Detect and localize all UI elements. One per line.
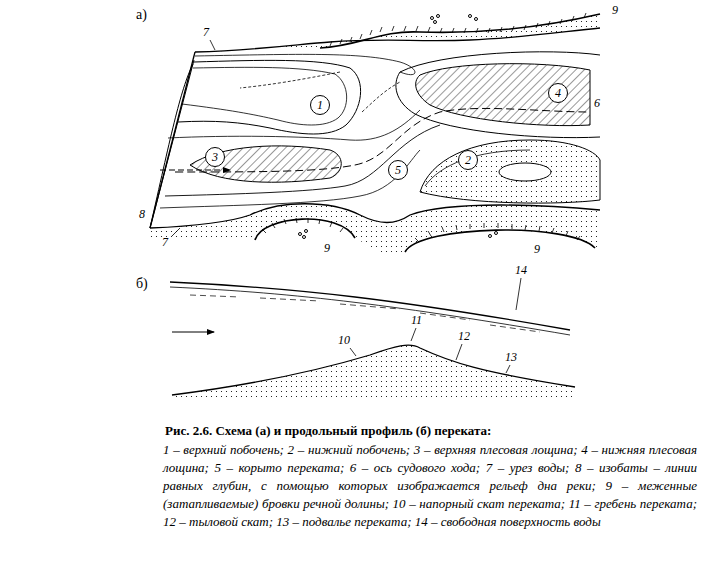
callout-number: 4 bbox=[555, 87, 561, 99]
circled-callout: 2 bbox=[458, 150, 478, 170]
circled-callout: 1 bbox=[310, 95, 330, 115]
circled-callout: 3 bbox=[205, 147, 225, 167]
circled-callout: 4 bbox=[548, 83, 568, 103]
callout-number: 8 bbox=[139, 208, 145, 221]
circled-callout: 5 bbox=[388, 160, 408, 180]
callout-number: 7 bbox=[162, 236, 168, 249]
callout-number: 9 bbox=[534, 243, 540, 256]
callout-number: 3 bbox=[212, 151, 218, 163]
callout-number: 12 bbox=[458, 330, 470, 343]
legend-text: 1 – верхний побочень; 2 – нижний побочен… bbox=[163, 441, 697, 531]
panel-letter: б) bbox=[136, 277, 148, 290]
callout-number: 14 bbox=[515, 264, 527, 277]
callout-number: 10 bbox=[338, 334, 350, 347]
panel-letter: а) bbox=[136, 8, 147, 21]
callout-number: 5 bbox=[395, 164, 401, 176]
callout-number: 13 bbox=[505, 351, 517, 364]
callout-number: 6 bbox=[594, 97, 600, 110]
callout-number: 9 bbox=[612, 4, 618, 17]
callout-number: 9 bbox=[324, 242, 330, 255]
callout-number: 1 bbox=[317, 99, 323, 111]
callout-number: 7 bbox=[203, 26, 209, 39]
callout-number: 11 bbox=[411, 314, 422, 327]
figure-caption: Рис. 2.6. Схема (а) и продольный профиль… bbox=[165, 423, 491, 439]
callout-number: 2 bbox=[465, 154, 471, 166]
